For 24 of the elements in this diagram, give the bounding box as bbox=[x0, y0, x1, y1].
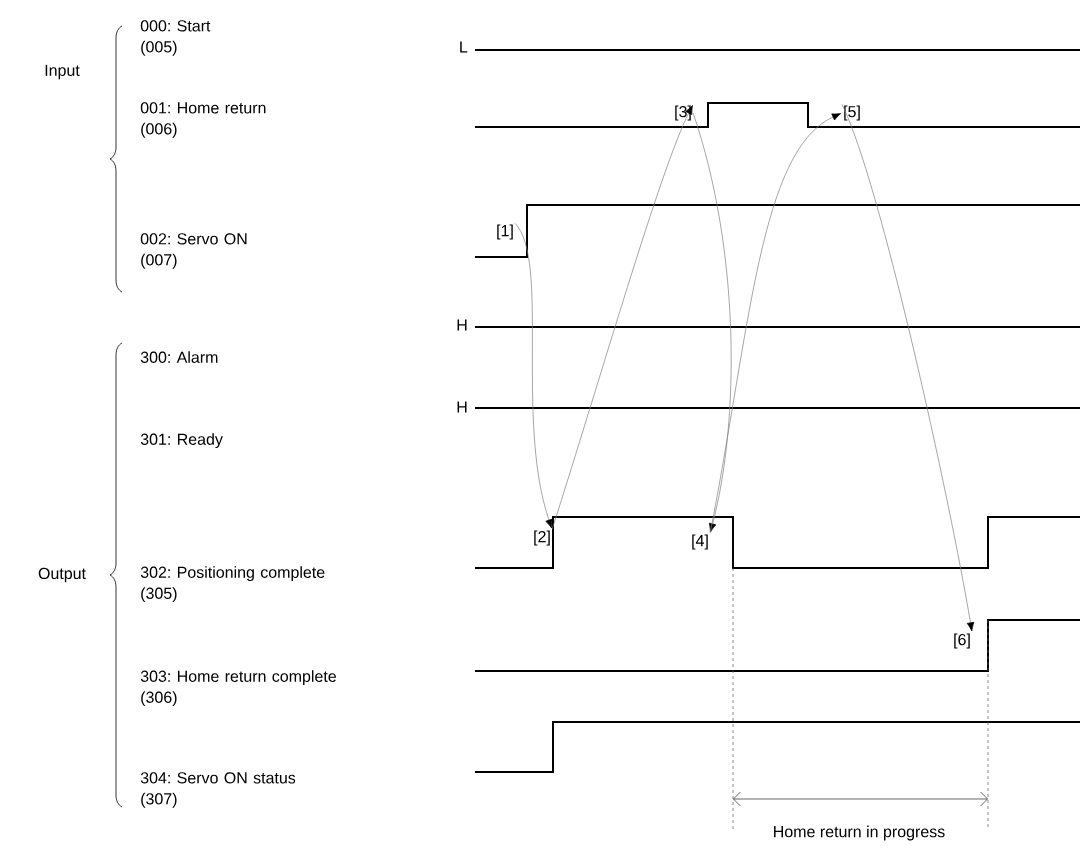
arrow bbox=[692, 112, 732, 533]
callout-number: [5] bbox=[844, 105, 860, 121]
level-label: L bbox=[460, 41, 468, 53]
signal-label: 304: Servo ON status (307) bbox=[140, 772, 296, 808]
signal-label: 300: Alarm bbox=[140, 351, 218, 363]
signal-label: 301: Ready bbox=[140, 433, 223, 449]
signal-label: 001: Home return (006) bbox=[140, 102, 266, 138]
signal-label: 002: Servo ON (007) bbox=[140, 233, 247, 269]
arrow bbox=[514, 223, 553, 529]
arrow bbox=[841, 104, 975, 632]
group-label: Output bbox=[38, 567, 86, 583]
arrow bbox=[551, 105, 693, 530]
signal-label: 302: Positioning complete (305) bbox=[140, 566, 325, 603]
dimension-label: Home return in progress bbox=[774, 825, 945, 841]
callout-number: [1] bbox=[497, 224, 513, 240]
callout-number: [2] bbox=[534, 530, 550, 546]
group-label: Input bbox=[45, 64, 80, 80]
signal-label: 000: Start (005) bbox=[140, 20, 211, 56]
callout-number: [6] bbox=[954, 633, 970, 649]
level-label: H bbox=[457, 401, 467, 413]
signal-label: 303: Home return complete (306) bbox=[140, 670, 336, 707]
arrow bbox=[709, 113, 841, 534]
callout-number: [4] bbox=[692, 534, 708, 550]
level-label: H bbox=[457, 319, 467, 331]
